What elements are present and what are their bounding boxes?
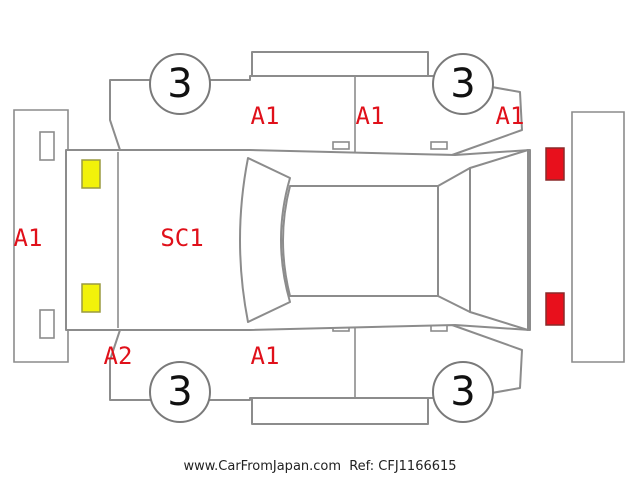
wheel-code: 3 xyxy=(167,61,192,107)
damage-code: SC1 xyxy=(160,224,203,252)
wheel-front-left: 3 xyxy=(432,53,494,115)
top-view-body xyxy=(65,149,531,331)
damage-code: A2 xyxy=(104,342,133,370)
wheel-front-right: 3 xyxy=(432,361,494,423)
upper-side-panels xyxy=(109,51,523,185)
damage-code: A1 xyxy=(496,102,525,130)
footer-ref: Ref: CFJ1166615 xyxy=(349,459,456,474)
windshield xyxy=(437,167,471,313)
wheel-rear-right: 3 xyxy=(149,361,211,423)
front-lamp-bottom xyxy=(545,292,565,326)
rear-bumper-vent-bottom xyxy=(39,309,55,339)
roof xyxy=(282,185,439,297)
footer-site: www.CarFromJapan.com xyxy=(183,459,341,474)
damage-code: A1 xyxy=(251,342,280,370)
upper-side-sill xyxy=(251,51,429,77)
rear-bumper-panel xyxy=(13,109,69,363)
wheel-code: 3 xyxy=(167,369,192,415)
hood xyxy=(469,149,529,331)
damage-code: A1 xyxy=(356,102,385,130)
lower-side-sill xyxy=(251,397,429,425)
damage-code: A1 xyxy=(14,224,43,252)
rear-lamp-top xyxy=(81,159,101,189)
damage-code: A1 xyxy=(251,102,280,130)
front-bumper-panel xyxy=(571,111,625,363)
rear-bumper-vent-top xyxy=(39,131,55,161)
footer-text: www.CarFromJapan.com Ref: CFJ1166615 xyxy=(183,459,456,474)
upper-side-body xyxy=(109,75,523,156)
wheel-code: 3 xyxy=(450,61,475,107)
wheel-code: 3 xyxy=(450,369,475,415)
rear-lamp-bottom xyxy=(81,283,101,313)
wheel-rear-left: 3 xyxy=(149,53,211,115)
rear-window xyxy=(239,157,291,323)
front-lamp-top xyxy=(545,147,565,181)
